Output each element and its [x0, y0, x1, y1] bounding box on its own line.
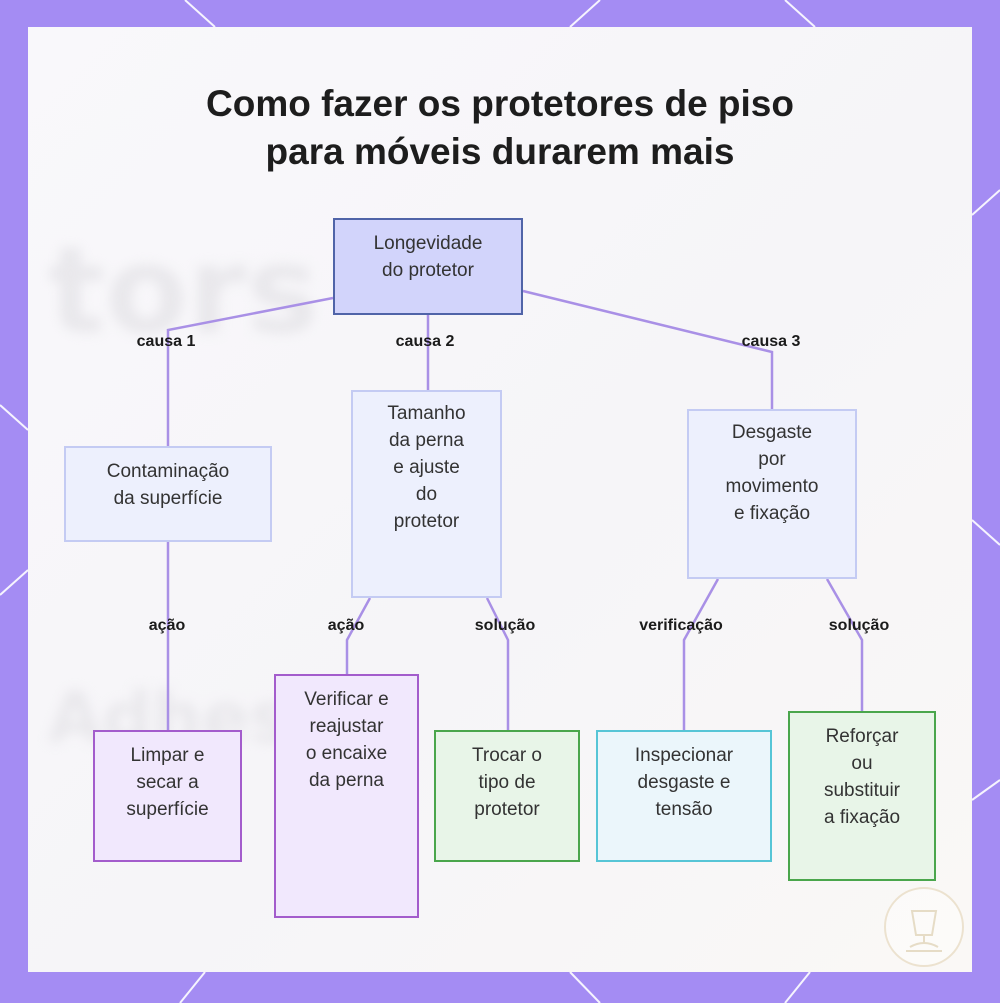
edge-cause2-action2 — [347, 598, 370, 674]
edge-label-cause-2: causa 2 — [396, 333, 455, 351]
edge-label-cause-1: causa 1 — [137, 333, 196, 351]
edge-label-action-2: ação — [328, 617, 364, 635]
node-cause-2: Tamanho da perna e ajuste do protetor — [351, 390, 502, 598]
node-action-2-text: Verificar e reajustar o encaixe da perna — [304, 686, 388, 794]
node-solution-3-text: Reforçar ou substituir a fixação — [824, 723, 900, 831]
edge-root-cause1 — [168, 298, 333, 446]
edge-cause3-solution3 — [827, 579, 862, 711]
edge-label-action-1: ação — [149, 617, 185, 635]
node-check-3: Inspecionar desgaste e tensão — [596, 730, 772, 862]
node-action-1: Limpar e secar a superfície — [93, 730, 242, 862]
node-action-1-text: Limpar e secar a superfície — [126, 742, 208, 823]
node-check-3-text: Inspecionar desgaste e tensão — [635, 742, 733, 823]
edge-label-solution-2: solução — [475, 617, 535, 635]
edge-label-solution-3: solução — [829, 617, 889, 635]
node-cause-2-text: Tamanho da perna e ajuste do protetor — [387, 400, 465, 535]
node-cause-1: Contaminação da superfície — [64, 446, 272, 542]
node-root: Longevidade do protetor — [333, 218, 523, 315]
node-solution-3: Reforçar ou substituir a fixação — [788, 711, 936, 881]
node-action-2: Verificar e reajustar o encaixe da perna — [274, 674, 419, 918]
watermark-logo — [884, 887, 964, 967]
node-root-text: Longevidade do protetor — [374, 230, 483, 284]
watermark-logo-icon — [886, 889, 962, 965]
node-solution-2: Trocar o tipo de protetor — [434, 730, 580, 862]
edge-cause3-check3 — [684, 579, 718, 730]
node-solution-2-text: Trocar o tipo de protetor — [472, 742, 542, 823]
node-cause-3-text: Desgaste por movimento e fixação — [726, 419, 819, 527]
node-cause-1-text: Contaminação da superfície — [107, 458, 230, 512]
edge-label-cause-3: causa 3 — [742, 333, 801, 351]
edge-label-check-3: verificação — [639, 617, 723, 635]
edge-root-cause3 — [523, 291, 772, 409]
node-cause-3: Desgaste por movimento e fixação — [687, 409, 857, 579]
